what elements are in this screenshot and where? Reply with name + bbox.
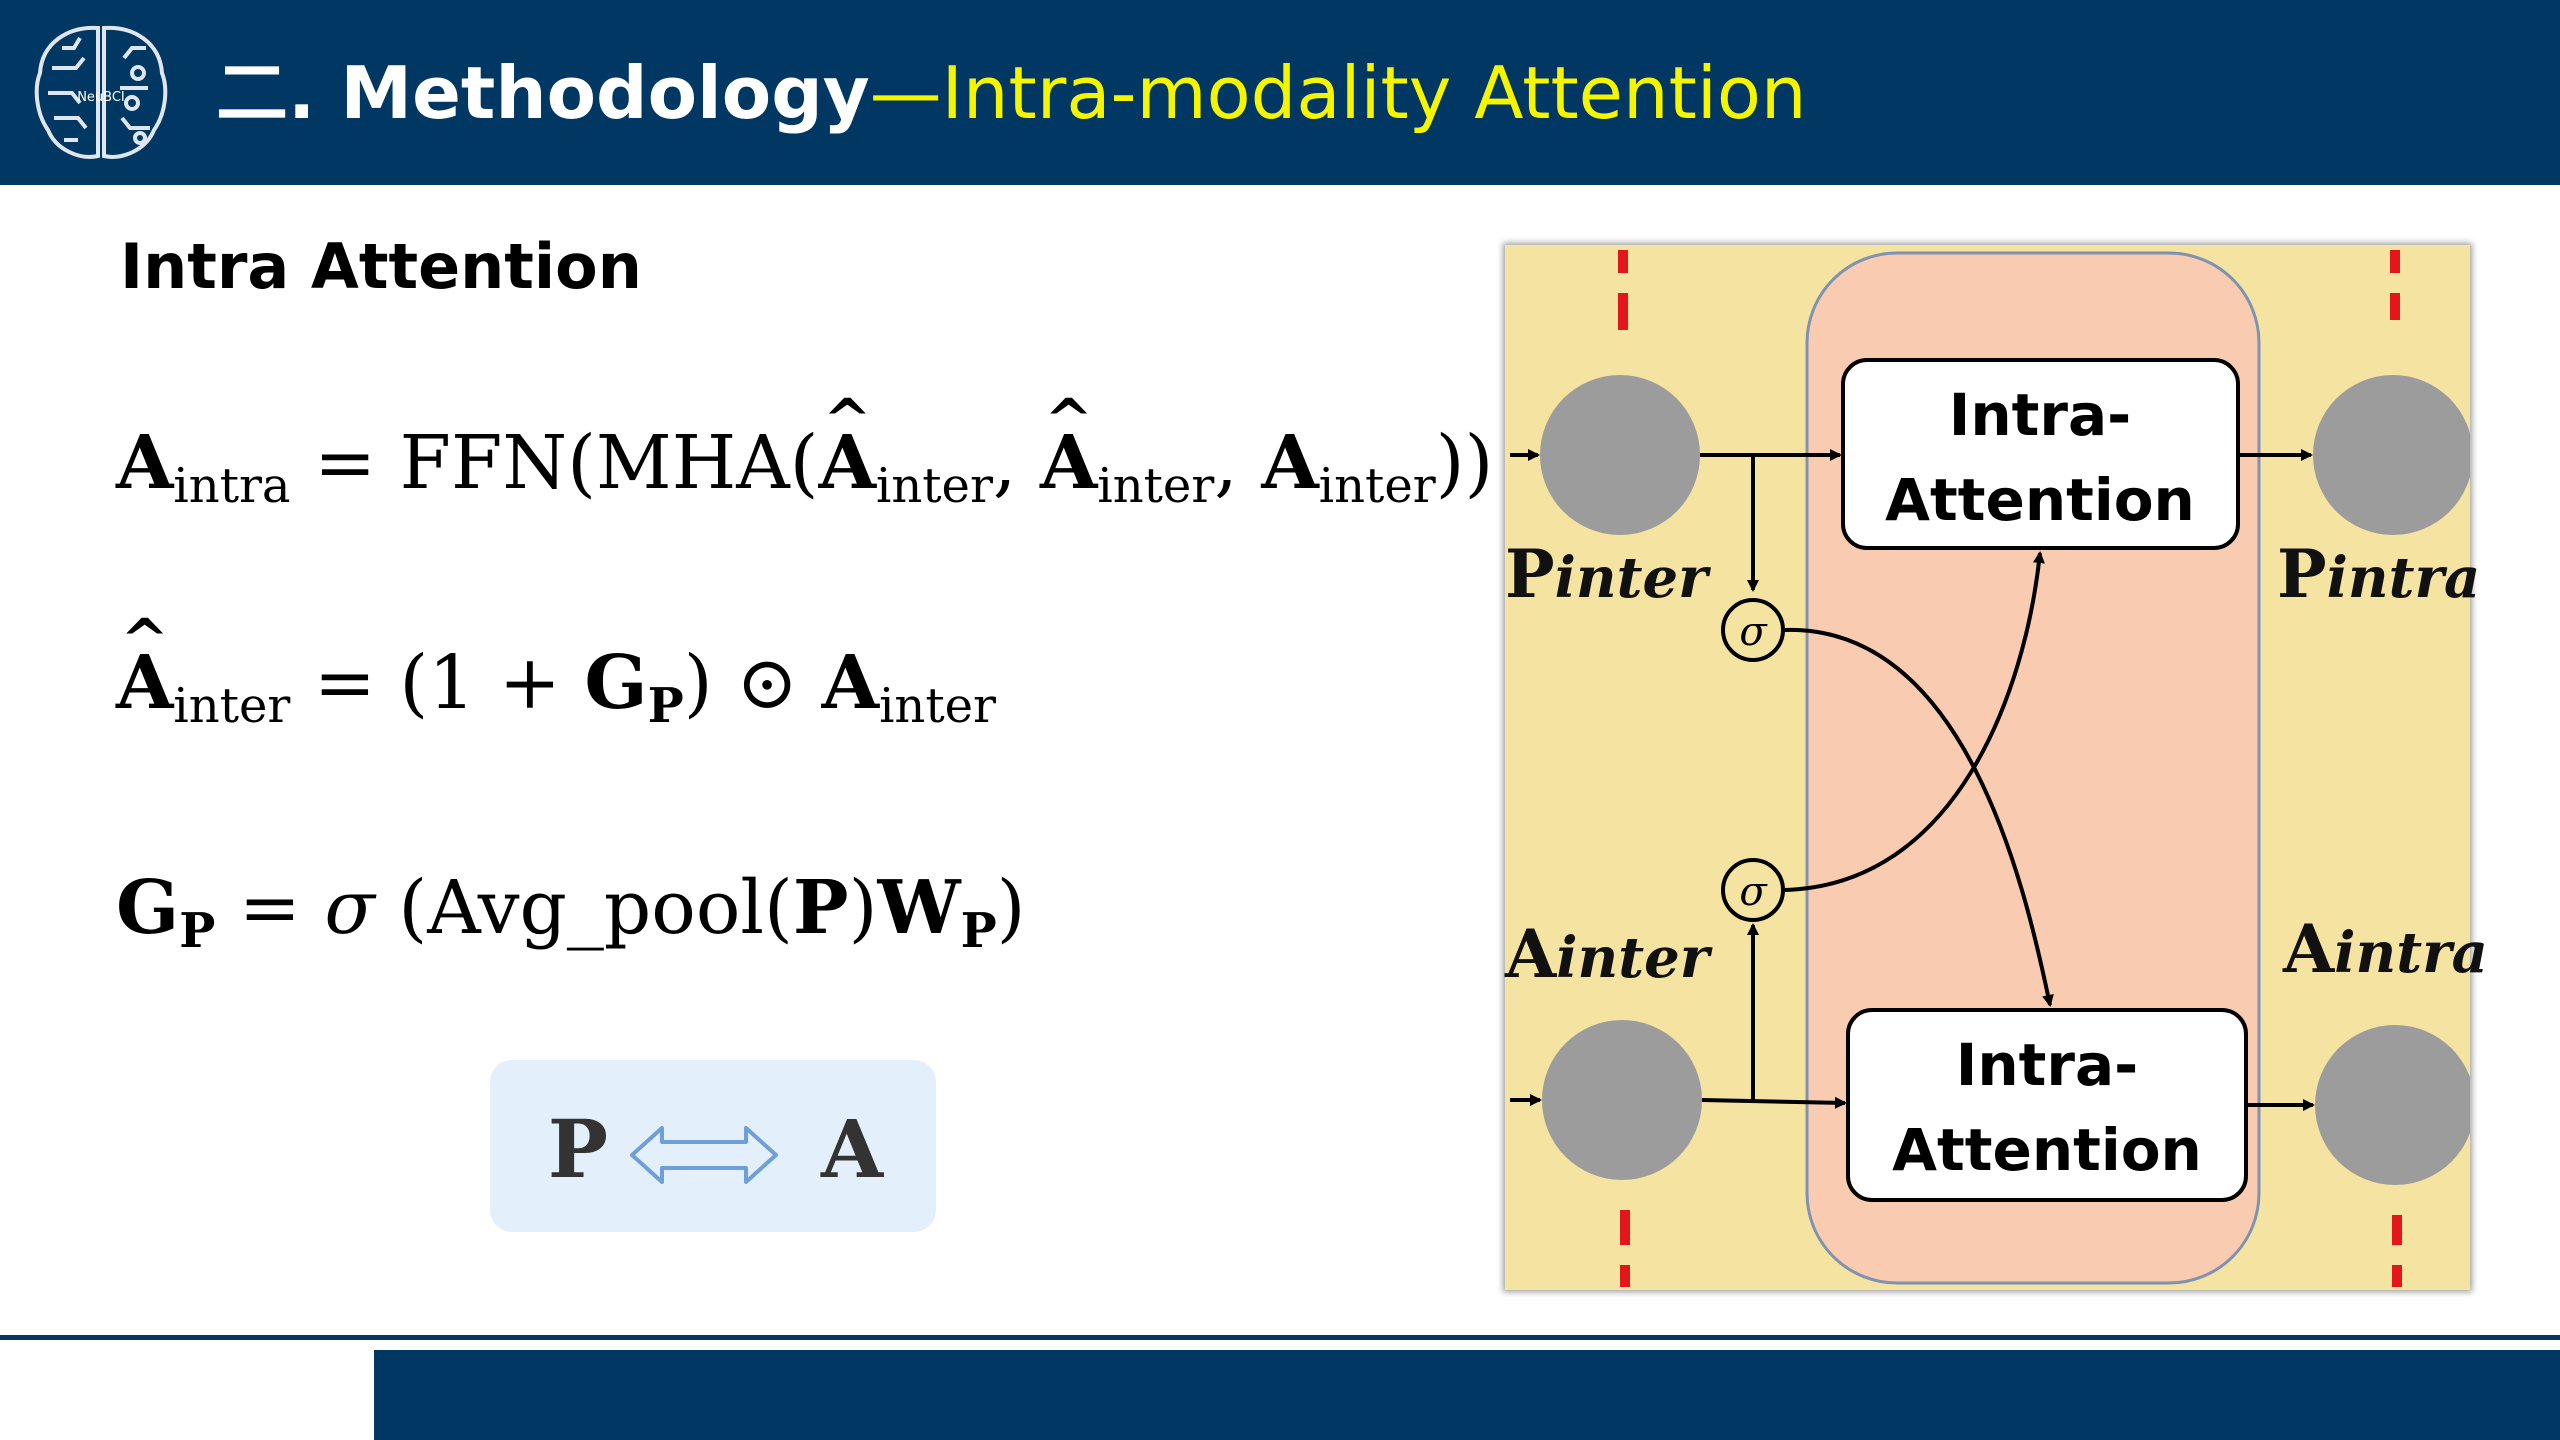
- intra-attention-diagram: σ σ Intra- Attention Intra- Attention Pi…: [1505, 245, 2488, 1290]
- node-p-inter: [1540, 375, 1700, 535]
- modality-p-label: P: [548, 1102, 608, 1196]
- footer-bar: [374, 1350, 2560, 1440]
- svg-text:NeuBCI: NeuBCI: [77, 90, 125, 105]
- label-p-intra: Pintra: [2277, 535, 2481, 613]
- svg-text:Intra-: Intra-: [1949, 381, 2131, 449]
- sigma-gate-bottom: [1721, 858, 1785, 922]
- label-a-inter: Ainter: [1505, 915, 1710, 993]
- svg-text:σ: σ: [1739, 869, 1768, 915]
- svg-text:Attention: Attention: [1885, 466, 2195, 534]
- title-sub: —Intra-modality Attention: [869, 51, 1807, 135]
- node-a-intra: [2315, 1025, 2475, 1185]
- svg-text:Intra-: Intra-: [1956, 1031, 2138, 1099]
- intra-attention-block-bottom: [1846, 1008, 2248, 1202]
- double-arrow-icon: [630, 1126, 778, 1184]
- modality-swap-box: P A: [490, 1060, 936, 1232]
- sigma-gate-top: [1721, 598, 1785, 662]
- node-p-intra: [2313, 375, 2473, 535]
- equation-gate: GP = σ (Avg_pool(P)WP): [116, 865, 1026, 959]
- section-title: Intra Attention: [120, 230, 642, 303]
- brain-logo-icon: NeuBCI: [34, 25, 168, 159]
- equation-intra: Aintra = FFN(MHA(Ainter, Ainter, Ainter)…: [116, 420, 1493, 514]
- svg-text:σ: σ: [1739, 609, 1768, 655]
- label-a-intra: Aintra: [2283, 910, 2488, 988]
- title-main: 二. Methodology: [216, 51, 870, 135]
- header-bar: NeuBCI 二. Methodology—Intra-modality Att…: [0, 0, 2560, 185]
- label-p-inter: Pinter: [1505, 535, 1708, 613]
- page-title: 二. Methodology—Intra-modality Attention: [216, 38, 1807, 148]
- diagram-canvas: σ σ Intra- Attention Intra- Attention: [1505, 245, 2475, 1290]
- modality-a-label: A: [820, 1102, 884, 1196]
- node-a-inter: [1542, 1020, 1702, 1180]
- footer-line: [0, 1335, 2560, 1340]
- intra-attention-block-top: [1841, 358, 2240, 550]
- svg-text:Attention: Attention: [1892, 1116, 2202, 1184]
- equation-inter-gated: Ainter = (1 + GP) ⊙ Ainter: [116, 640, 996, 734]
- divider-marks: [1618, 250, 2402, 1287]
